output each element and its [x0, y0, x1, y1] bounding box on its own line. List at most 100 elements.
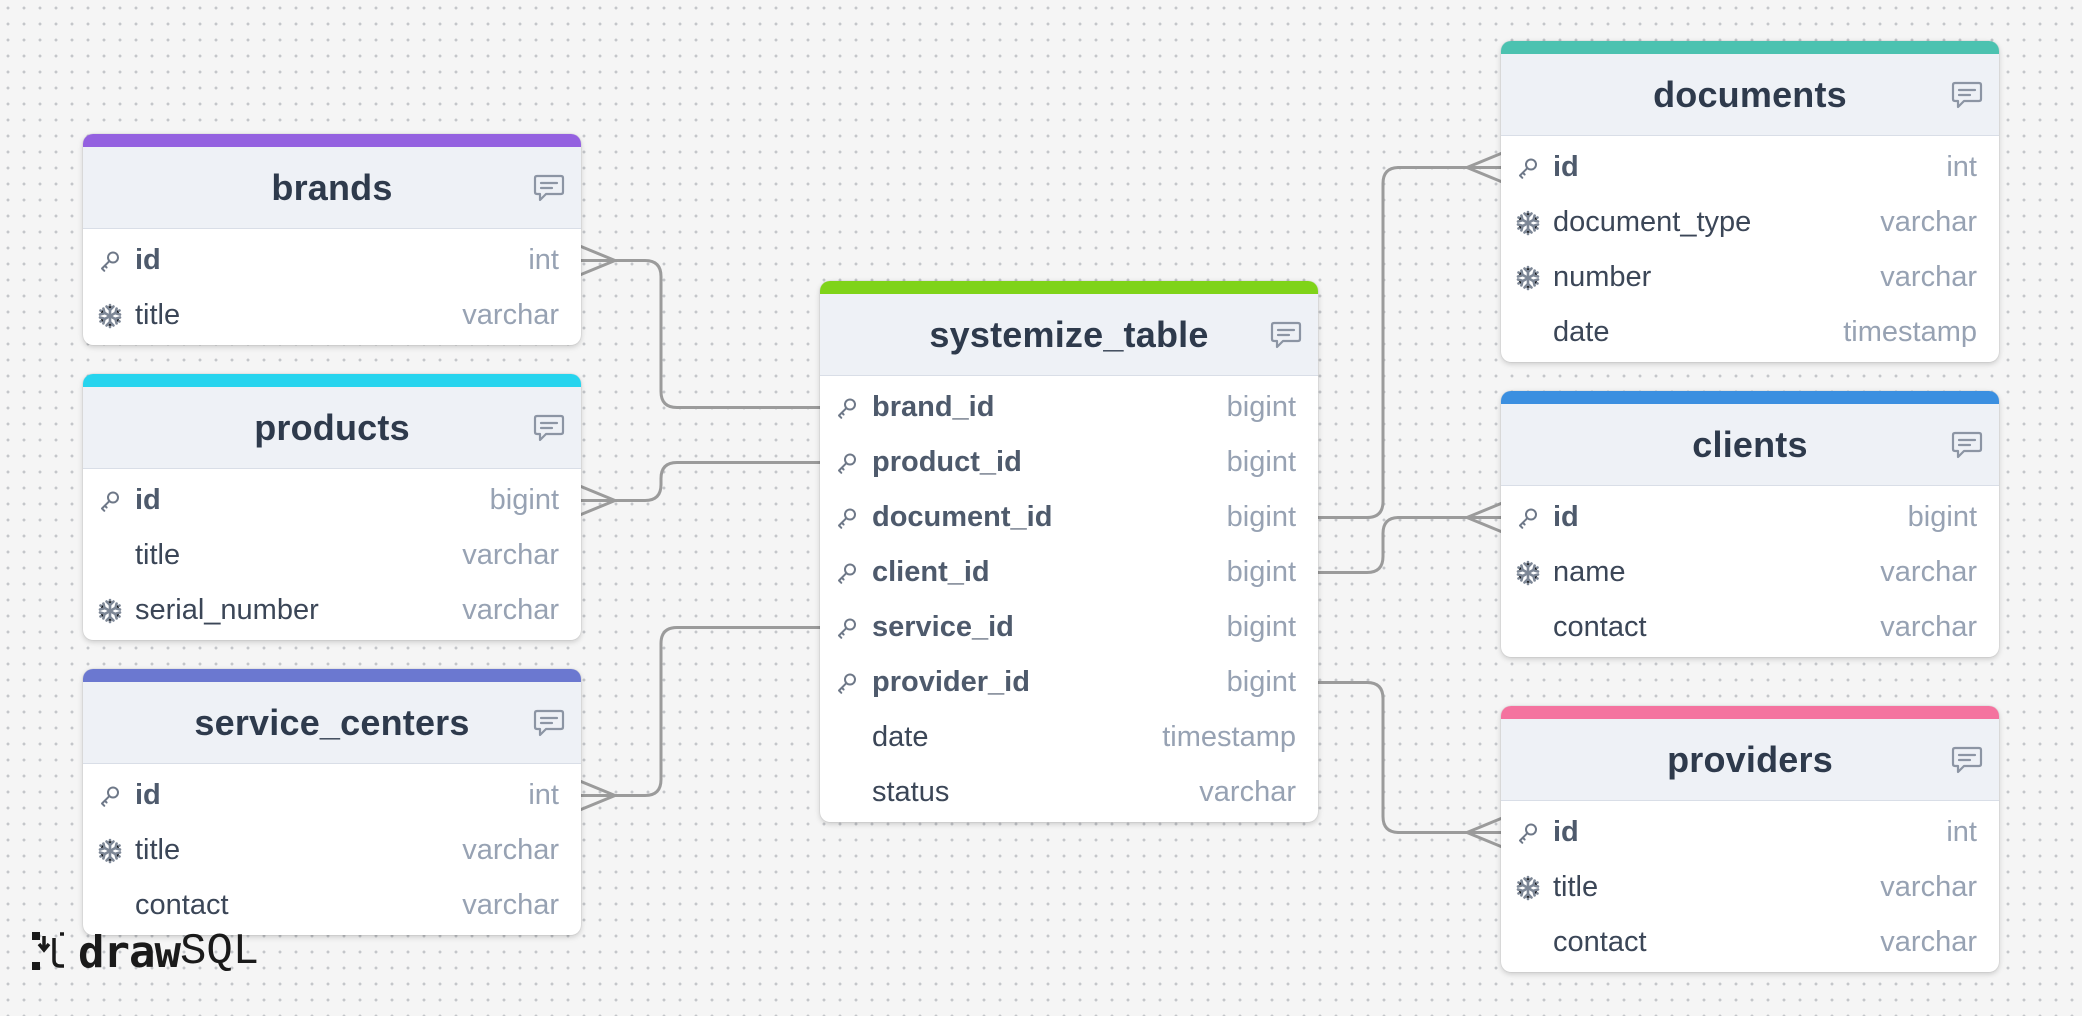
- relation-providers-crowfoot[interactable]: [1465, 817, 1503, 848]
- logo-text-sql: SQL: [179, 927, 260, 977]
- relation-brands-crowfoot[interactable]: [579, 245, 617, 276]
- key-icon: [820, 448, 872, 478]
- table-header[interactable]: systemize_table: [820, 294, 1318, 376]
- comment-icon[interactable]: [1951, 430, 1983, 460]
- field-type: bigint: [1226, 391, 1296, 423]
- field-icon-placeholder: [83, 541, 135, 571]
- field-name: client_id: [872, 556, 990, 588]
- comment-icon[interactable]: [533, 708, 565, 738]
- field-type: varchar: [462, 889, 559, 921]
- relation-service-centers-crowfoot[interactable]: [579, 780, 617, 811]
- field-type: timestamp: [1843, 316, 1977, 348]
- relation-clients-crowfoot[interactable]: [1465, 502, 1503, 533]
- field-name: date: [1553, 316, 1610, 348]
- relation-products-crowfoot[interactable]: [579, 485, 617, 516]
- field-name: title: [135, 834, 181, 866]
- field-type: bigint: [1226, 611, 1296, 643]
- relation-clients-line[interactable]: [1316, 516, 1469, 574]
- table-header[interactable]: brands: [83, 147, 581, 229]
- relation-providers-line[interactable]: [1316, 681, 1469, 834]
- key-icon: [820, 613, 872, 643]
- key-icon: [1501, 818, 1553, 848]
- table-title: systemize_table: [929, 313, 1209, 355]
- table-title: documents: [1653, 73, 1847, 115]
- snowflake-icon: [83, 836, 135, 866]
- table-header[interactable]: clients: [1501, 404, 1999, 486]
- relation-brands-line[interactable]: [613, 259, 822, 409]
- table-header[interactable]: products: [83, 387, 581, 469]
- key-icon: [83, 781, 135, 811]
- table-title: providers: [1667, 738, 1833, 780]
- field-name: document_id: [872, 501, 1053, 533]
- field-icon-placeholder: [1501, 613, 1553, 643]
- comment-icon[interactable]: [533, 413, 565, 443]
- field-name: contact: [1553, 926, 1647, 958]
- field-row-date[interactable]: date timestamp: [1501, 305, 1999, 360]
- field-name: title: [1553, 871, 1599, 903]
- field-name: status: [872, 776, 950, 808]
- relation-documents-line[interactable]: [1316, 166, 1469, 519]
- field-type: varchar: [462, 539, 559, 571]
- field-name: number: [1553, 261, 1652, 293]
- relation-service-centers-line[interactable]: [613, 626, 822, 797]
- key-icon: [820, 668, 872, 698]
- field-icon-placeholder: [820, 778, 872, 808]
- field-type: timestamp: [1162, 721, 1296, 753]
- table-title: products: [254, 406, 410, 448]
- relation-documents-crowfoot[interactable]: [1465, 152, 1503, 183]
- snowflake-icon: [83, 301, 135, 331]
- key-icon: [83, 486, 135, 516]
- field-icon-placeholder: [820, 723, 872, 753]
- snowflake-icon: [83, 596, 135, 626]
- key-icon: [820, 558, 872, 588]
- table-header[interactable]: providers: [1501, 719, 1999, 801]
- table-color-bar: [83, 669, 581, 682]
- drawsql-logo-icon: [32, 932, 64, 970]
- table-header[interactable]: service_centers: [83, 682, 581, 764]
- field-icon-placeholder: [83, 891, 135, 921]
- comment-icon[interactable]: [1951, 80, 1983, 110]
- key-icon: [820, 503, 872, 533]
- relation-products-line[interactable]: [613, 461, 822, 502]
- table-header[interactable]: documents: [1501, 54, 1999, 136]
- comment-icon[interactable]: [533, 173, 565, 203]
- field-type: varchar: [462, 299, 559, 331]
- comment-icon[interactable]: [1270, 320, 1302, 350]
- field-type: bigint: [1226, 666, 1296, 698]
- comment-icon[interactable]: [1951, 745, 1983, 775]
